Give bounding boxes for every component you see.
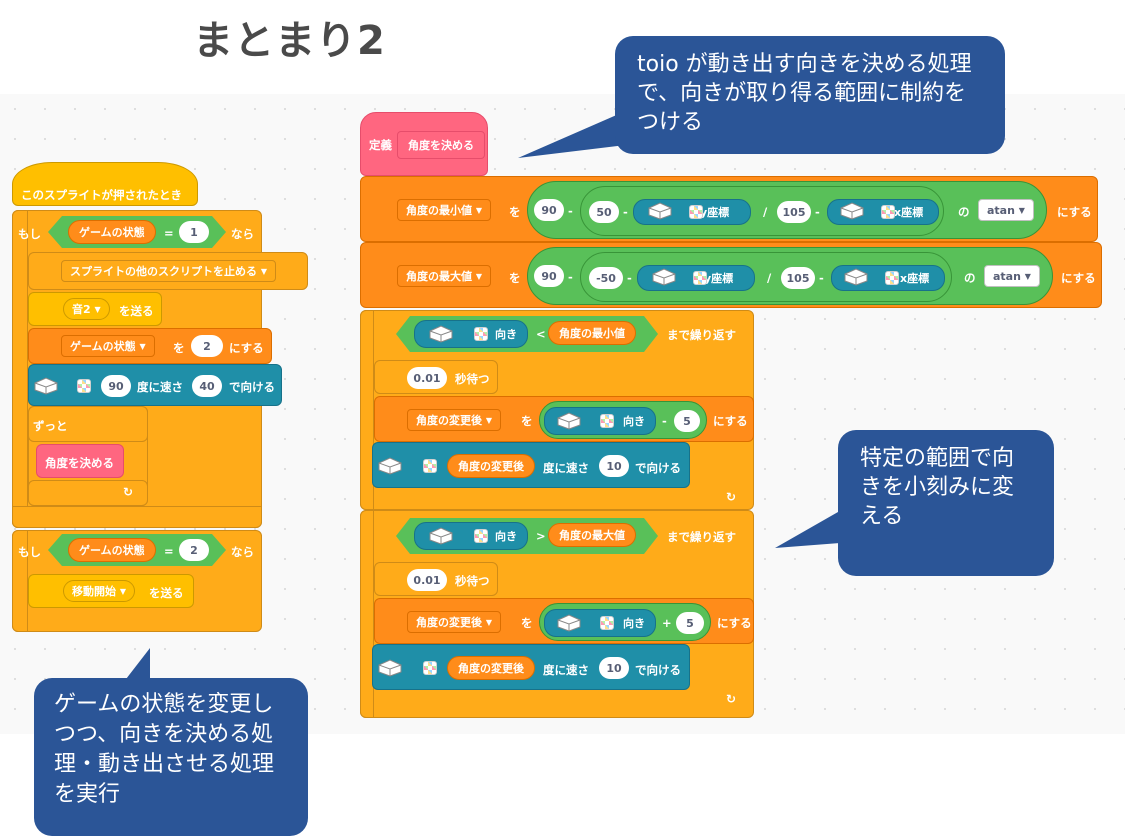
toio-cube-icon [839,202,865,220]
max-divide-operator[interactable]: -50 - y座標 / 105 - x座標 [580,252,952,302]
if-block-2-arm [12,530,28,632]
equals-value-2[interactable]: 2 [179,539,209,561]
set-after-dropdown-2[interactable]: 角度の変更後 ▼ [407,611,501,633]
equals-op-1: = [164,226,174,240]
toio-checker-icon [689,205,703,219]
if-block-1-footer [12,506,262,528]
loop-arrow-icon: ↻ [726,490,737,504]
stop-other-scripts-block[interactable]: スプライトの他のスクリプトを止める ▼ [28,252,308,290]
min-angle-reporter[interactable]: 角度の最小値 [548,321,636,345]
toio-cube-icon [556,614,582,632]
toio-checker-icon [77,379,91,393]
toio-checker-icon [600,616,614,630]
toio-checker-icon [885,271,899,285]
loop-arrow-icon: ↻ [726,692,737,706]
set-variable-dropdown[interactable]: ゲームの状態 ▼ [61,335,155,357]
wait-block-2[interactable]: 0.01 秒待つ [374,562,498,596]
set-max-angle-block[interactable]: 角度の最大値 ▼ を 90 - -50 - y座標 / 105 - x座標 [360,242,1102,308]
set-after-block-1[interactable]: 角度の変更後 ▼ を 向き - 5 にする [374,396,754,442]
broadcast-message-1[interactable]: 音2 ▼ [63,298,110,320]
callout-top-right: toio が動き出す向きを決める処理で、向きが取り得る範囲に制約をつける [615,36,1005,154]
set-max-dropdown[interactable]: 角度の最大値 ▼ [397,265,491,287]
define-block[interactable]: 定義 角度を決める [360,112,488,176]
call-decide-angle-block[interactable]: 角度を決める [36,444,124,478]
min-subtract-operator[interactable]: 90 - 50 - y座標 / 105 - x座標 の [527,181,1047,239]
callout-bottom-left: ゲームの状態を変更しつつ、向きを決める処理・動き出させる処理を実行 [34,678,308,836]
toio-cube-icon [428,325,454,343]
callout-top-tail [518,110,634,158]
after-angle-reporter-1[interactable]: 角度の変更後 [447,454,535,478]
toio-checker-icon [423,661,437,675]
toio-cube-icon [647,202,673,220]
broadcast-block-1[interactable]: 音2 ▼ を送る [28,292,162,326]
toio-checker-icon [423,459,437,473]
reporter-game-state-2[interactable]: ゲームの状態 [68,538,156,562]
toio-turn-block-2[interactable]: 角度の変更後 度に速さ 10 で向ける [372,644,690,690]
max-subtract-operator[interactable]: 90 - -50 - y座標 / 105 - x座標 の [527,247,1053,305]
toio-cube-icon [428,527,454,545]
when-sprite-clicked-hat[interactable]: このスプライトが押されたとき [12,162,198,206]
toio-cube-icon [651,268,677,286]
turn-angle-value[interactable]: 90 [101,375,131,397]
define-name[interactable]: 角度を決める [397,131,485,159]
toio-turn-block-1[interactable]: 角度の変更後 度に速さ 10 で向ける [372,442,690,488]
repeat-1-arm [360,310,374,510]
if-block-1-arm [12,210,28,528]
toio-checker-icon [881,205,895,219]
max-angle-reporter[interactable]: 角度の最大値 [548,523,636,547]
max-atan-dropdown[interactable]: atan ▼ [984,265,1040,287]
if1-label: もし [18,227,41,241]
toio-cube-icon [377,659,403,677]
reporter-game-state-1[interactable]: ゲームの状態 [68,220,156,244]
page-title: まとまり2 [193,18,386,64]
if1-then: なら [231,227,254,241]
broadcast-message-2[interactable]: 移動開始 ▼ [63,580,135,602]
broadcast-block-2[interactable]: 移動開始 ▼ を送る [28,574,194,608]
subtract-operator[interactable]: 向き - 5 [539,401,707,439]
set-variable-value[interactable]: 2 [191,335,223,357]
after-angle-reporter-2[interactable]: 角度の変更後 [447,656,535,680]
callout-middle-tail [775,508,853,548]
set-variable-block[interactable]: ゲームの状態 ▼ を 2 にする [28,328,272,364]
loop-arrow-icon: ↻ [123,485,134,499]
toio-checker-icon [600,414,614,428]
min-atan-dropdown[interactable]: atan ▼ [978,199,1034,221]
wait-block-1[interactable]: 0.01 秒待つ [374,360,498,394]
hat-label: このスプライトが押されたとき [21,188,182,202]
set-min-angle-block[interactable]: 角度の最小値 ▼ を 90 - 50 - y座標 / 105 - x座標 [360,176,1098,242]
callout-middle-right: 特定の範囲で向きを小刻みに変える [838,430,1054,576]
turn-speed-value[interactable]: 40 [192,375,222,397]
toio-checker-icon [474,529,488,543]
repeat-2-arm [360,510,374,718]
equals-value-1[interactable]: 1 [179,221,209,243]
forever-footer: ↻ [28,480,148,506]
toio-checker-icon [693,271,707,285]
toio-cube-icon [843,268,869,286]
set-after-block-2[interactable]: 角度の変更後 ▼ を 向き + 5 にする [374,598,754,644]
toio-cube-icon [556,412,582,430]
toio-cube-icon [377,457,403,475]
add-operator[interactable]: 向き + 5 [539,603,711,641]
set-min-dropdown[interactable]: 角度の最小値 ▼ [397,199,491,221]
toio-turn-block[interactable]: 90 度に速さ 40 で向ける [28,364,282,406]
stop-dropdown[interactable]: スプライトの他のスクリプトを止める ▼ [61,260,276,282]
set-after-dropdown-1[interactable]: 角度の変更後 ▼ [407,409,501,431]
toio-checker-icon [474,327,488,341]
toio-cube-icon [33,377,59,395]
forever-header: ずっと [28,406,148,442]
min-divide-operator[interactable]: 50 - y座標 / 105 - x座標 [580,186,944,236]
